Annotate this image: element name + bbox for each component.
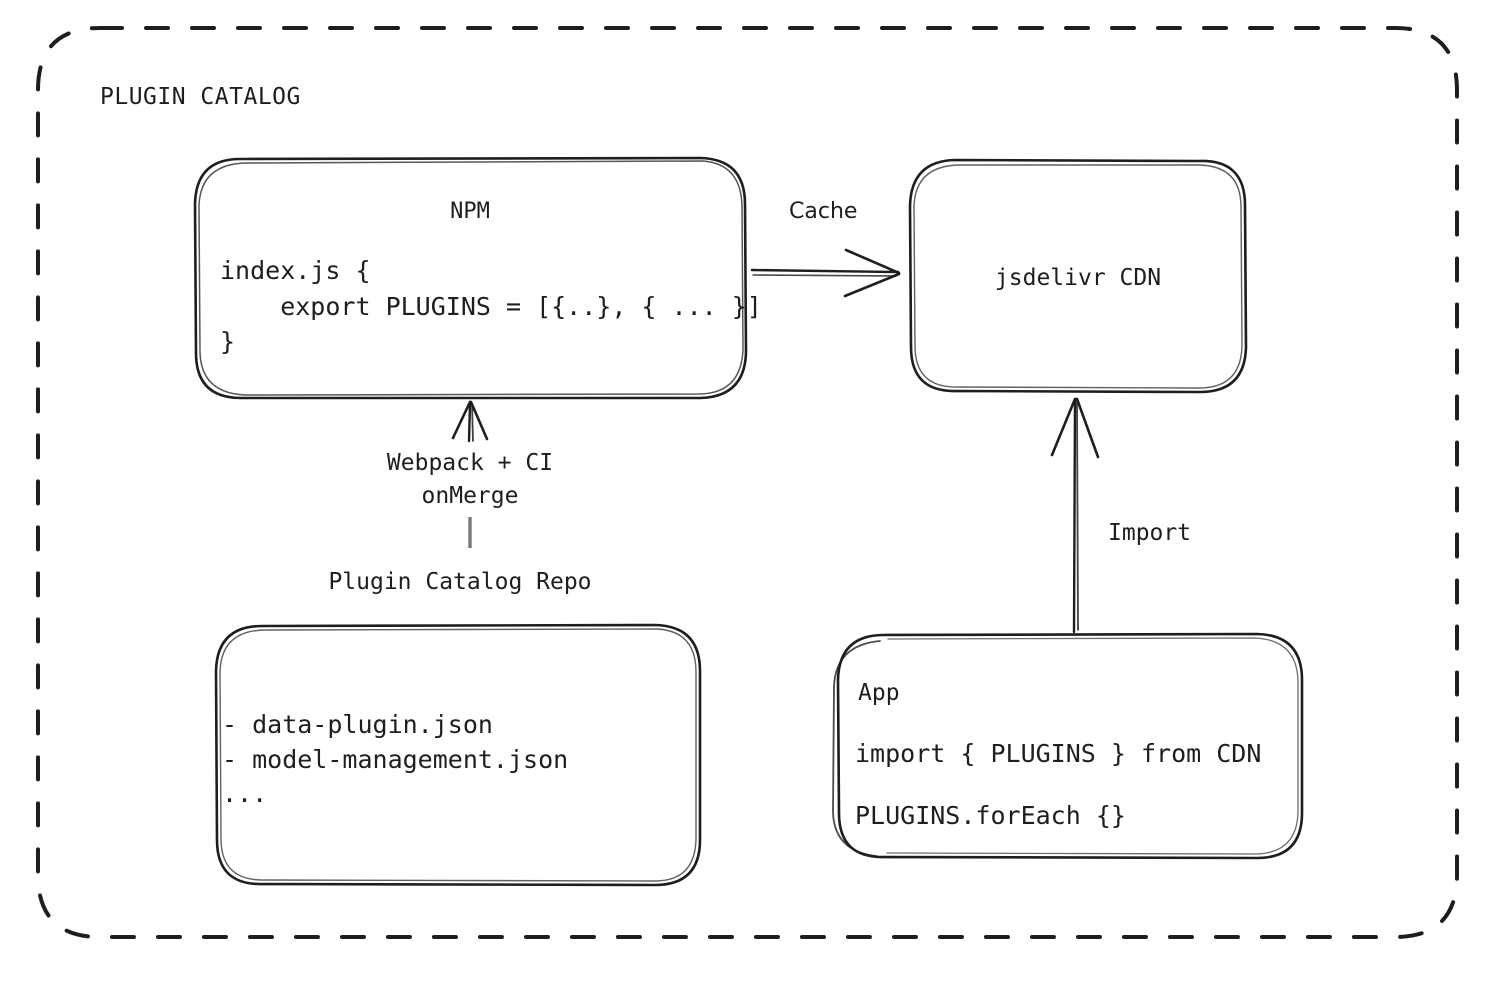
app-code-foreach-line: PLUGINS.forEach {} bbox=[855, 801, 1126, 830]
npm-box-title: NPM bbox=[450, 199, 490, 224]
npm-code-block: index.js { export PLUGINS = [{..}, { ...… bbox=[220, 256, 762, 356]
import-edge-label: Import bbox=[1108, 520, 1192, 546]
webpack-edge-label: Webpack + CI onMerge bbox=[386, 450, 554, 509]
app-box-title: App bbox=[858, 680, 900, 706]
cache-edge-label: Cache bbox=[789, 199, 858, 224]
repo-file-list: - data-plugin.json - model-management.js… bbox=[222, 710, 569, 808]
import-arrow bbox=[1050, 397, 1100, 634]
page-title: PLUGIN CATALOG bbox=[100, 84, 301, 110]
cache-arrow bbox=[750, 248, 901, 298]
repo-box-label: Plugin Catalog Repo bbox=[328, 569, 592, 595]
cdn-box-title: jsdelivr CDN bbox=[994, 265, 1162, 291]
app-code-import-line: import { PLUGINS } from CDN bbox=[855, 739, 1262, 768]
